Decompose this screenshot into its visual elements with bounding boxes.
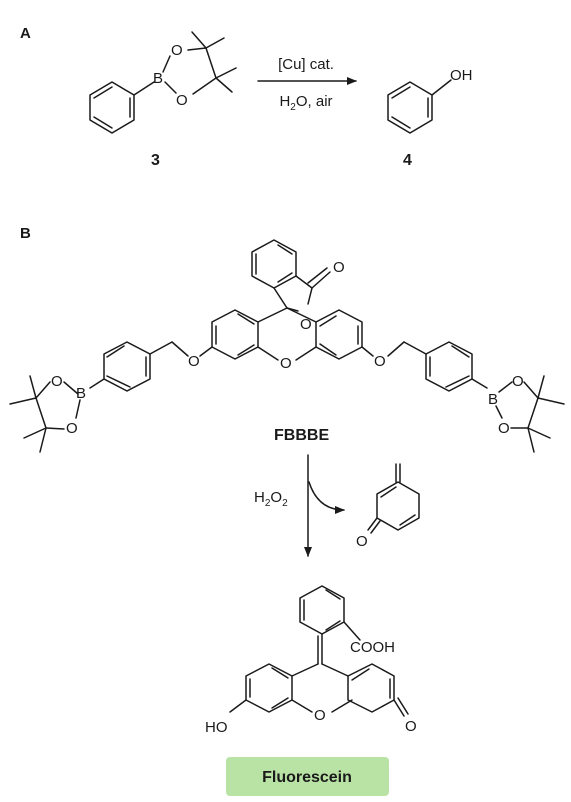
hydroxyl-group: OH bbox=[450, 67, 473, 84]
fluorescein-badge: Fluorescein bbox=[226, 757, 389, 796]
compound-3-label: 3 bbox=[151, 152, 160, 169]
oxygen-atom: O bbox=[405, 718, 417, 735]
oxygen-atom: O bbox=[188, 353, 200, 370]
boron-atom: B bbox=[488, 391, 498, 408]
reactant-phenyl-bpin: B O O bbox=[89, 31, 237, 134]
oxygen-atom: O bbox=[51, 373, 63, 390]
oxygen-atom: O bbox=[512, 373, 524, 390]
conditions-label: H2O, air bbox=[279, 93, 332, 113]
quinone-methide: O bbox=[356, 463, 420, 550]
oxygen-atom: O bbox=[300, 316, 312, 333]
catalyst-label: [Cu] cat. bbox=[278, 56, 334, 73]
panel-a-label: A bbox=[20, 25, 31, 42]
hydroxyl-group: HO bbox=[205, 719, 228, 736]
carboxyl-group: COOH bbox=[350, 639, 395, 656]
oxygen-atom: O bbox=[171, 42, 183, 59]
compound-4-label: 4 bbox=[403, 152, 412, 169]
fluorescein-structure: COOH O O HO bbox=[205, 585, 417, 736]
boron-atom: B bbox=[153, 70, 163, 87]
h2o2-label: H2O2 bbox=[254, 489, 288, 509]
fbbbe-structure: O O O O B O O bbox=[9, 239, 565, 453]
oxygen-atom: O bbox=[498, 420, 510, 437]
oxygen-atom: O bbox=[280, 355, 292, 372]
badge-background bbox=[226, 757, 389, 796]
boron-atom: B bbox=[76, 385, 86, 402]
panel-b-label: B bbox=[20, 225, 31, 242]
fbbbe-label: FBBBE bbox=[274, 427, 329, 444]
oxygen-atom: O bbox=[66, 420, 78, 437]
oxygen-atom: O bbox=[333, 259, 345, 276]
oxygen-atom: O bbox=[374, 353, 386, 370]
byproduct-arrow bbox=[308, 481, 345, 514]
oxygen-atom: O bbox=[356, 533, 368, 550]
fluorescein-label: Fluorescein bbox=[262, 769, 352, 786]
oxygen-atom: O bbox=[176, 92, 188, 109]
product-phenol: OH bbox=[387, 67, 473, 134]
oxygen-atom: O bbox=[314, 707, 326, 724]
